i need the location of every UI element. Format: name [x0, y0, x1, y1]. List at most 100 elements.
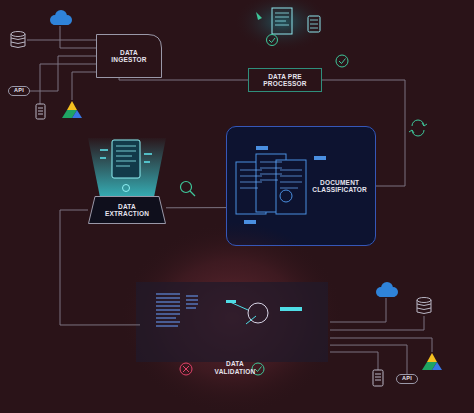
validation-art-part [156, 294, 180, 326]
validation-art-part [280, 307, 302, 311]
magnifier-icon-part [181, 182, 192, 193]
cycle-icon-part [422, 123, 427, 126]
database-icon [11, 32, 25, 48]
cycle-icon-part [409, 130, 414, 133]
check-icon-part [336, 55, 348, 67]
cloud-icon-part [52, 19, 70, 25]
text-group: API [14, 88, 24, 94]
source-wires [27, 26, 96, 104]
source-wires-part [40, 64, 96, 104]
classifier-documents-part [260, 162, 282, 180]
node-label: DATA VALIDATION [212, 360, 258, 375]
drive-icon-part [67, 101, 77, 110]
top-document-part [308, 16, 320, 32]
check-icon-part [339, 59, 346, 64]
phone-icon-part [38, 108, 43, 114]
api-pill: API [396, 374, 418, 384]
phone-icon-part [375, 374, 381, 380]
extraction-beam-part [116, 146, 136, 166]
top-document-part [272, 8, 292, 34]
text-group: DATA INGESTOR [102, 49, 156, 64]
node-label: API [402, 376, 412, 382]
classifier-documents [236, 146, 326, 224]
validation-art [120, 222, 344, 413]
cloud-icon-part [378, 291, 396, 297]
node-label: API [14, 88, 24, 94]
phone-icon [373, 370, 383, 386]
text-group: DOCUMENT CLASSIFICATOR [312, 179, 367, 194]
source-wires-part [27, 40, 96, 41]
top-document-part [269, 38, 275, 43]
top-document-part [275, 13, 289, 25]
validation-art-part [136, 282, 328, 362]
database-icon [417, 298, 431, 314]
sink-wires [330, 298, 432, 370]
validation-area: DATA VALIDATION [140, 245, 330, 395]
ingestor-box: DATA INGESTOR [96, 34, 162, 78]
phone-icon-part [36, 104, 45, 119]
sink-wires-part [330, 316, 424, 330]
cycle-icon [409, 120, 427, 136]
check-icon [336, 55, 348, 67]
extraction-beam [88, 138, 166, 197]
source-wires-part [60, 26, 96, 48]
validation-art-part [226, 300, 236, 303]
text-group: DATA EXTRACTION [105, 203, 149, 218]
phone-icon [36, 104, 45, 119]
cloud-icon [376, 282, 398, 297]
text-group: API [402, 376, 412, 382]
notch-path [97, 35, 162, 78]
sink-wires-part [330, 352, 378, 370]
database-icon-part [417, 298, 431, 303]
drive-icon-part [72, 110, 82, 118]
extraction-box: DATA EXTRACTION [88, 196, 166, 224]
database-icon-part [11, 38, 25, 48]
top-document-part [267, 35, 278, 46]
classifier-documents-part [280, 170, 302, 188]
node-label: DATA PRE PROCESSOR [261, 73, 309, 88]
validation-art-part [186, 296, 198, 308]
connector-line [330, 345, 407, 374]
magnifier-icon [181, 182, 196, 197]
api-pill: API [8, 86, 30, 96]
classifier-documents-part [314, 156, 326, 160]
extraction-beam-part [88, 138, 166, 197]
classifier-box: DOCUMENT CLASSIFICATOR [226, 126, 376, 246]
node-label: DATA INGESTOR [102, 49, 156, 64]
cloud-icon [50, 10, 72, 25]
process-box: DATA PRE PROCESSOR [248, 68, 322, 92]
magnifier-icon-part [190, 191, 195, 196]
validation-art-part [255, 367, 262, 372]
validation-art-part [183, 366, 189, 372]
connector-line [30, 56, 96, 91]
top-document-part [310, 20, 318, 28]
connector-line [166, 207, 226, 208]
database-icon-part [417, 304, 431, 314]
drive-icon-part [432, 362, 442, 370]
extraction-beam-part [100, 150, 152, 162]
connector-line [60, 210, 140, 325]
classifier-documents-part [256, 146, 268, 150]
node-label: DOCUMENT CLASSIFICATOR [312, 179, 367, 194]
extraction-beam-part [123, 185, 130, 192]
phone-icon-part [373, 370, 383, 386]
connector-line [119, 78, 248, 80]
validation-art-part [120, 222, 344, 413]
top-document [234, 0, 330, 52]
validation-art-part [230, 302, 256, 324]
drive-icon [62, 101, 82, 118]
top-document-part [256, 12, 262, 20]
validation-art-part [180, 363, 192, 375]
connector-line [322, 80, 405, 186]
drive-icon [422, 353, 442, 370]
classifier-documents-part [280, 190, 292, 202]
top-document-part [234, 0, 330, 52]
text-group: DATA PRE PROCESSOR [261, 73, 309, 88]
trap-path [89, 197, 166, 224]
source-wires-part [72, 72, 96, 100]
extraction-beam-part [112, 140, 140, 178]
